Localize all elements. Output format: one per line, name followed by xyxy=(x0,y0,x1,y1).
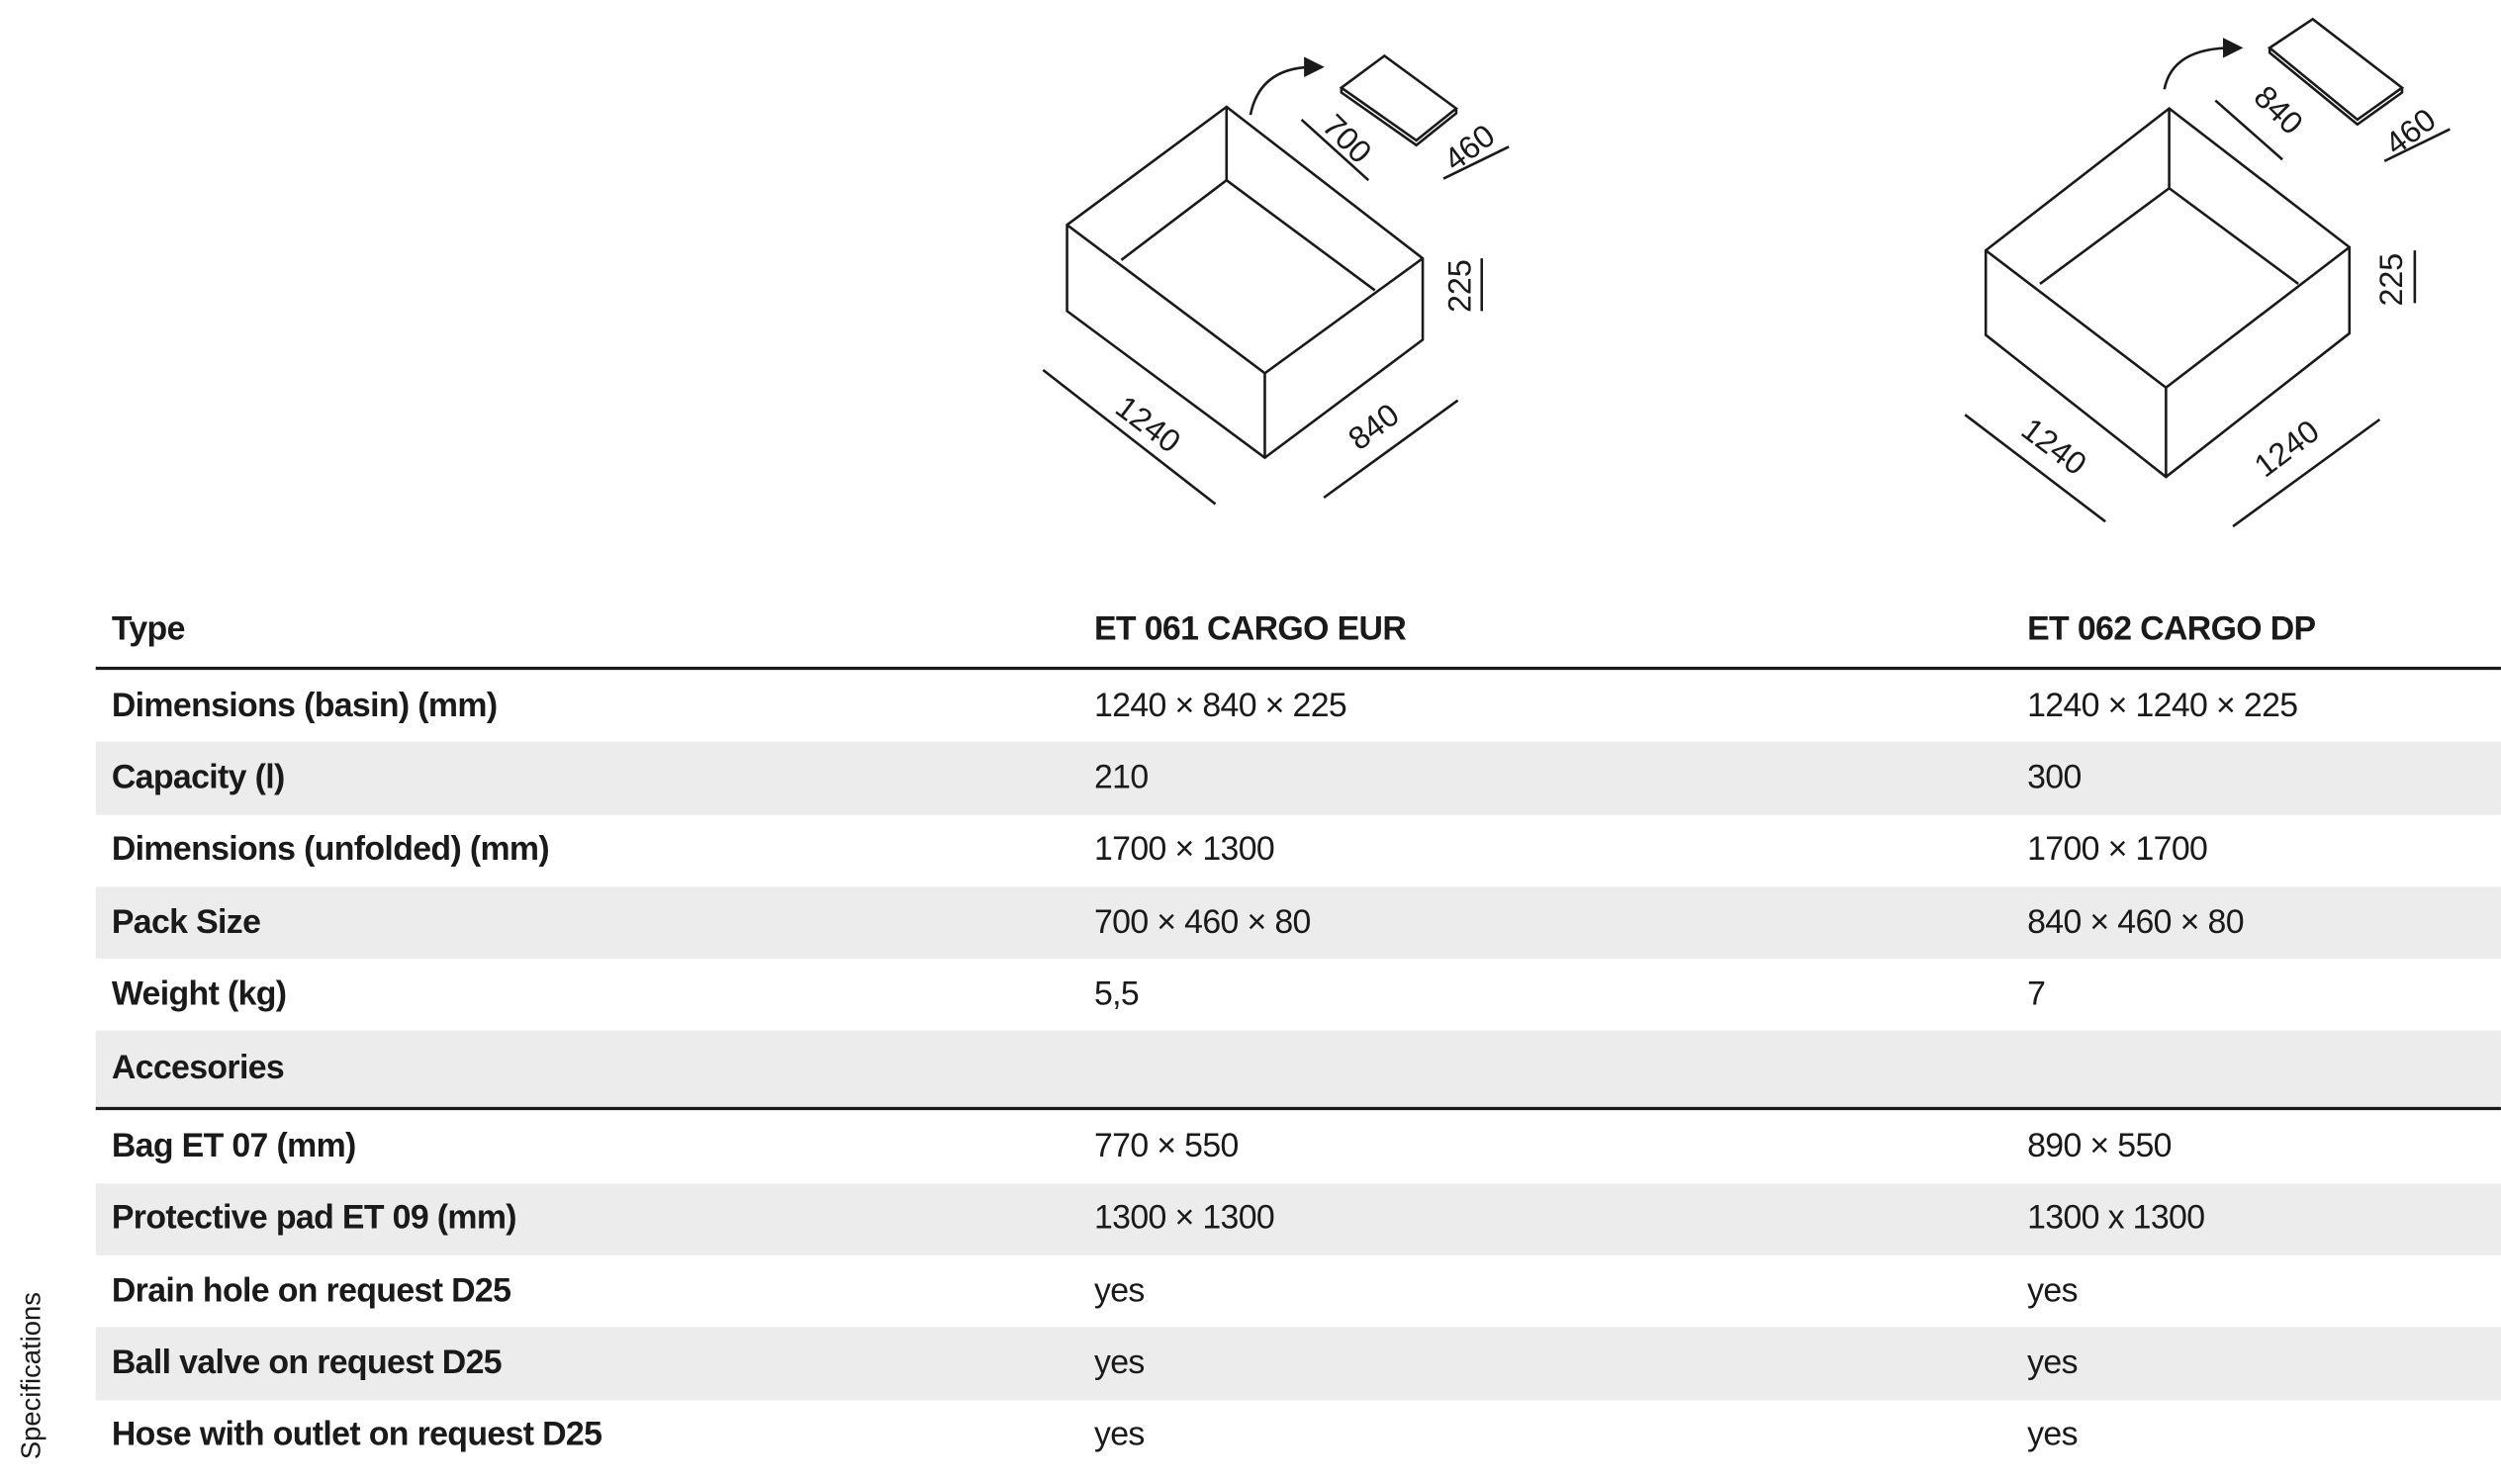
dim-width: 1240 xyxy=(2248,413,2326,484)
spec-table: Type ET 061 CARGO EUR ET 062 CARGO DP Di… xyxy=(95,594,2501,1472)
cell: yes xyxy=(2027,1272,2078,1310)
cell: 700 × 460 × 80 xyxy=(1093,903,1311,941)
table-row: Ball valve on request D25 yes yes xyxy=(95,1327,2501,1400)
table-row: Protective pad ET 09 (mm) 1300 × 1300 1300… xyxy=(95,1182,2501,1255)
fold-arrow-icon xyxy=(2163,38,2244,90)
cell: 1240 × 840 × 225 xyxy=(1093,687,1347,724)
row-label: Dimensions (basin) (mm) xyxy=(111,687,498,724)
dim-height: 225 xyxy=(2373,253,2409,307)
cell: 1300 x 1300 xyxy=(2027,1200,2205,1238)
cell: 770 × 550 xyxy=(1093,1128,1239,1165)
dim-pack-width: 460 xyxy=(1437,118,1502,178)
fold-arrow-icon xyxy=(1249,56,1325,116)
dimension-lines xyxy=(1964,99,2451,528)
cell: 5,5 xyxy=(1093,975,1140,1013)
row-label: Dimensions (unfolded) (mm) xyxy=(111,831,550,869)
row-label: Pack Size xyxy=(111,903,261,941)
cell: yes xyxy=(2027,1417,2078,1454)
dim-length: 1240 xyxy=(1109,389,1187,460)
cell: yes xyxy=(2027,1345,2078,1382)
cell: yes xyxy=(1093,1417,1145,1454)
cell: 890 × 550 xyxy=(2027,1128,2172,1165)
dim-length: 1240 xyxy=(2015,411,2093,482)
table-row: Dimensions (unfolded) (mm) 1700 × 1300 170… xyxy=(96,814,2501,886)
cell: 210 xyxy=(1093,759,1149,796)
table-row: Hose with outlet on request D25 yes yes xyxy=(96,1400,2501,1472)
header-et061: ET 061 CARGO EUR xyxy=(1093,610,1407,648)
row-label: Protective pad ET 09 (mm) xyxy=(111,1200,517,1238)
row-label: Capacity (l) xyxy=(111,759,285,796)
row-label: Weight (kg) xyxy=(111,975,287,1013)
cell: 840 × 460 × 80 xyxy=(2027,903,2244,941)
cell: 7 xyxy=(2027,975,2046,1013)
drawing-et061: 1240 840 225 700 460 xyxy=(1042,53,1510,506)
table-header: Type ET 061 CARGO EUR ET 062 CARGO DP xyxy=(95,594,2501,671)
pack-icon xyxy=(2267,17,2405,127)
cell: 1240 × 1240 × 225 xyxy=(2027,687,2298,724)
basin-outline xyxy=(1065,105,1425,460)
table-row: Weight (kg) 5,5 7 xyxy=(96,959,2501,1031)
accessories-label: Accesories xyxy=(111,1050,285,1087)
table-row: Bag ET 07 (mm) 770 × 550 890 × 550 xyxy=(96,1111,2501,1183)
header-type: Type xyxy=(111,610,186,648)
cell: yes xyxy=(1093,1345,1145,1382)
row-label: Hose with outlet on request D25 xyxy=(111,1417,602,1454)
dim-height: 225 xyxy=(1441,259,1477,313)
table-row: Dimensions (basin) (mm) 1240 × 840 × 225 1… xyxy=(96,670,2501,742)
drawing-et062: 1240 1240 225 840 460 xyxy=(1964,17,2451,528)
dim-pack-length: 700 xyxy=(1316,107,1378,169)
row-label: Ball valve on request D25 xyxy=(111,1345,503,1382)
table-row: Capacity (l) 210 300 xyxy=(95,742,2501,815)
cell: 1300 × 1300 xyxy=(1093,1200,1275,1238)
dim-pack-length: 840 xyxy=(2247,78,2309,140)
cell: 300 xyxy=(2027,759,2082,796)
dim-pack-width: 460 xyxy=(2378,101,2443,161)
pack-icon xyxy=(1339,53,1459,147)
table-row: Pack Size 700 × 460 × 80 840 × 460 × 80 xyxy=(95,886,2501,960)
basin-outline xyxy=(1984,107,2352,479)
cell: 1700 × 1700 xyxy=(2027,831,2208,869)
dim-width: 840 xyxy=(1342,397,1406,457)
accessories-header: Accesories xyxy=(95,1031,2501,1111)
row-label: Bag ET 07 (mm) xyxy=(111,1128,356,1165)
row-label: Drain hole on request D25 xyxy=(111,1272,511,1310)
section-side-label: Specifications xyxy=(16,1292,46,1460)
header-et062: ET 062 CARGO DP xyxy=(2027,610,2316,648)
cell: 1700 × 1300 xyxy=(1093,831,1275,869)
product-drawings: 1240 840 225 700 460 1240 1240 225 840 4… xyxy=(1042,17,2451,528)
cell: yes xyxy=(1093,1272,1145,1310)
table-row: Drain hole on request D25 yes yes xyxy=(96,1255,2501,1328)
dimension-lines xyxy=(1042,118,1510,506)
